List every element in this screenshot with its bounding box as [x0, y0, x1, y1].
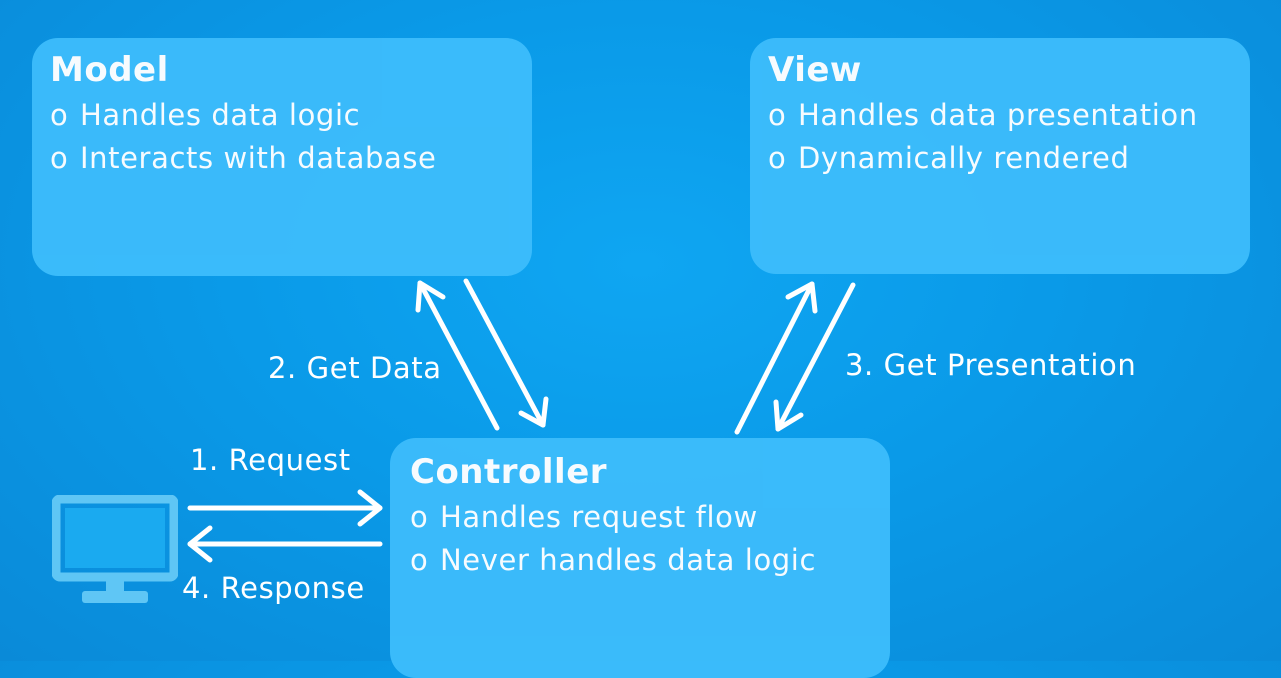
- get-data-label: 2. Get Data: [268, 351, 442, 385]
- arrow-model-to-controller: [463, 278, 546, 428]
- controller-title: Controller: [410, 452, 608, 492]
- request-label: 1. Request: [190, 443, 351, 477]
- view-title: View: [768, 50, 862, 90]
- model-bullet-text: Handles data logic: [80, 98, 361, 132]
- view-bullet-item: o Handles data presentation: [768, 94, 1250, 137]
- controller-bullet-item: o Handles request flow: [410, 496, 890, 539]
- view-bullet-item: o Dynamically rendered: [768, 137, 1250, 180]
- response-label: 4. Response: [182, 571, 365, 605]
- bullet-marker: o: [50, 98, 69, 132]
- model-bullet-item: o Interacts with database: [50, 137, 532, 180]
- arrow-view-to-controller: [775, 282, 856, 432]
- arrowhead-view: [785, 281, 818, 314]
- get-presentation-label: 3. Get Presentation: [845, 348, 1137, 382]
- bullet-marker: o: [768, 141, 787, 175]
- arrowhead-request: [357, 489, 383, 527]
- model-bullet-item: o Handles data logic: [50, 94, 532, 137]
- arrowhead-controller-right: [773, 399, 804, 432]
- view-bullet-text: Handles data presentation: [798, 98, 1198, 132]
- bullet-marker: o: [410, 543, 429, 577]
- bullet-marker: o: [410, 500, 429, 534]
- bullet-marker: o: [50, 141, 69, 175]
- computer-monitor-icon: [52, 495, 178, 603]
- model-bullet-text: Interacts with database: [80, 141, 437, 175]
- view-bullet-text: Dynamically rendered: [798, 141, 1130, 175]
- controller-bullet-text: Handles request flow: [440, 500, 758, 534]
- arrowhead-controller-left: [518, 396, 549, 428]
- flow-arrows: [0, 0, 1281, 661]
- bullet-marker: o: [768, 98, 787, 132]
- arrow-controller-to-view: [734, 281, 815, 435]
- controller-bullet-text: Never handles data logic: [440, 543, 816, 577]
- model-title: Model: [50, 50, 169, 90]
- arrowhead-model: [415, 280, 446, 313]
- controller-bullet-item: o Never handles data logic: [410, 539, 890, 582]
- arrow-controller-to-model: [417, 280, 500, 431]
- arrowhead-response: [187, 525, 213, 563]
